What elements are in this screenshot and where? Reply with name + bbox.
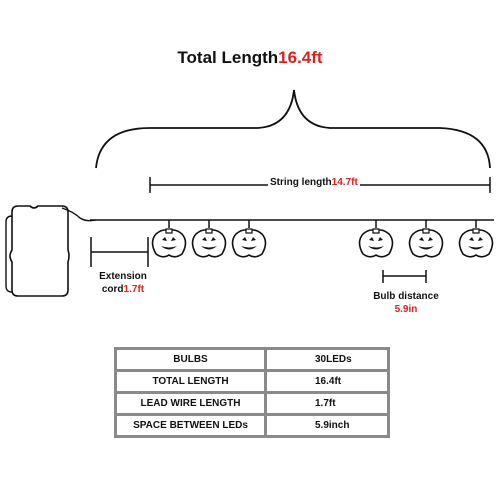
string-length-text: String length xyxy=(270,177,332,188)
pumpkin-bulb-icon xyxy=(231,219,267,258)
total-length-value: 16.4ft xyxy=(278,48,323,67)
extension-cord-line2: cord xyxy=(101,284,124,295)
total-length-title: Total Length16.4ft xyxy=(0,48,500,68)
pumpkin-bulb-icon xyxy=(408,219,444,258)
table-row: LEAD WIRE LENGTH 1.7ft xyxy=(114,391,390,416)
spec-label: SPACE BETWEEN LEDs xyxy=(114,413,267,438)
wire-break xyxy=(262,217,340,223)
extension-cord-label: Extension cord1.7ft xyxy=(78,270,168,296)
bulb-distance-dimension xyxy=(382,270,427,283)
spec-value: 16.4ft xyxy=(264,369,390,394)
table-row: SPACE BETWEEN LEDs 5.9inch xyxy=(114,413,390,438)
total-length-brace xyxy=(95,89,491,169)
bulb-distance-value: 5.9in xyxy=(394,304,418,315)
string-length-label: String length14.7ft xyxy=(268,177,360,188)
extension-cord-line1: Extension xyxy=(99,271,147,282)
spec-label: BULBS xyxy=(114,347,267,372)
spec-value: 30LEDs xyxy=(264,347,390,372)
extension-cord-value: 1.7ft xyxy=(123,284,145,295)
spec-label: LEAD WIRE LENGTH xyxy=(114,391,267,416)
total-length-label: Total Length xyxy=(177,48,279,67)
pumpkin-bulb-icon xyxy=(458,219,494,258)
bulb-distance-text: Bulb distance xyxy=(373,291,439,302)
pumpkin-bulb-icon xyxy=(191,219,227,258)
pumpkin-bulb-icon xyxy=(151,219,187,258)
table-row: BULBS 30LEDs xyxy=(114,347,390,372)
spec-value: 1.7ft xyxy=(264,391,390,416)
spec-label: TOTAL LENGTH xyxy=(114,369,267,394)
table-row: TOTAL LENGTH 16.4ft xyxy=(114,369,390,394)
string-length-value: 14.7ft xyxy=(331,177,358,188)
spec-value: 5.9inch xyxy=(264,413,390,438)
bulb-distance-label: Bulb distance 5.9in xyxy=(356,290,456,316)
pumpkin-bulb-icon xyxy=(358,219,394,258)
extension-cord-dimension xyxy=(90,237,149,267)
specs-table: BULBS 30LEDs TOTAL LENGTH 16.4ft LEAD WI… xyxy=(114,347,390,438)
